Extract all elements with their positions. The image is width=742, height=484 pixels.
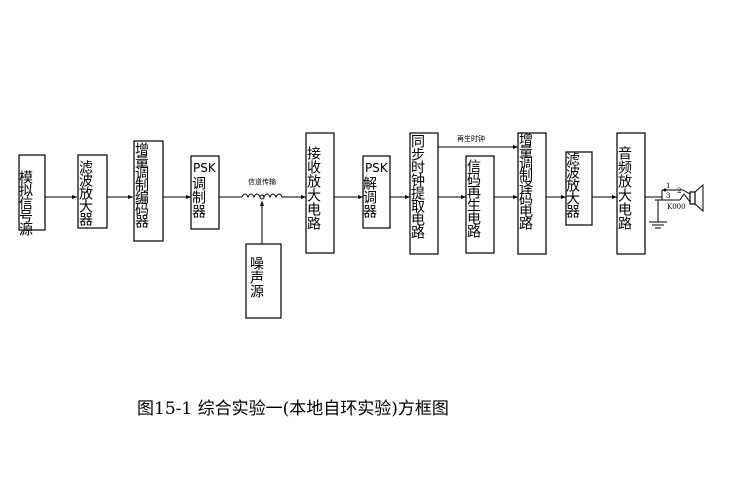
block-noise-source xyxy=(245,243,282,319)
part-label: K000 xyxy=(667,203,686,211)
block-psk-modulator xyxy=(190,155,220,230)
block-audio-amp xyxy=(616,132,646,255)
code-regen-text: 信码再生电路 xyxy=(465,159,481,238)
filter-amp-tx-text: 滤波放大器 xyxy=(77,160,93,226)
pin3-label: 3 xyxy=(666,192,670,200)
block-filter-amp-rx xyxy=(565,151,593,226)
channel-label: 信道传输 xyxy=(248,177,276,186)
block-sync-clock xyxy=(409,132,439,255)
block-delta-encoder xyxy=(133,140,164,242)
rx-amp-text: 接收放大电路 xyxy=(305,145,321,230)
signal-wires xyxy=(45,145,617,244)
block-code-regen xyxy=(465,155,495,254)
psk-modulator-text: 调制器 xyxy=(190,176,206,218)
speaker-icon xyxy=(689,191,696,205)
block-rx-amp xyxy=(305,132,335,254)
block-delta-decoder xyxy=(517,132,547,255)
pin2-label: 2 xyxy=(677,187,681,195)
pin1-label: 1 xyxy=(666,182,670,190)
psk-demod-tag: PSK xyxy=(365,161,389,175)
block-psk-demod xyxy=(362,155,391,229)
output-stage: 1 2 3 K000 xyxy=(645,182,704,229)
audio-amp-text: 音频放大电路 xyxy=(616,145,632,230)
delta-encoder-text: 增量调制编码器 xyxy=(133,142,149,228)
delta-decoder-text: 增量调制译码电路 xyxy=(517,132,533,230)
figure-caption: 图15-1 综合实验一(本地自环实验)方框图 xyxy=(137,399,449,419)
regen-clock-label: 再生时钟 xyxy=(457,134,485,143)
block-filter-amp-tx xyxy=(77,154,108,229)
filter-amp-rx-text: 滤波放大器 xyxy=(564,152,580,218)
psk-modulator-tag: PSK xyxy=(193,161,217,175)
sync-clock-text: 同步时钟提取电路 xyxy=(409,134,425,239)
noise-source-text: 噪声源 xyxy=(248,256,264,298)
block-analog-source xyxy=(18,154,46,231)
psk-demod-text: 解调器 xyxy=(361,176,377,218)
analog-source-text: 模拟信号源 xyxy=(17,170,33,236)
channel-coil: 信道传输 xyxy=(241,177,283,200)
